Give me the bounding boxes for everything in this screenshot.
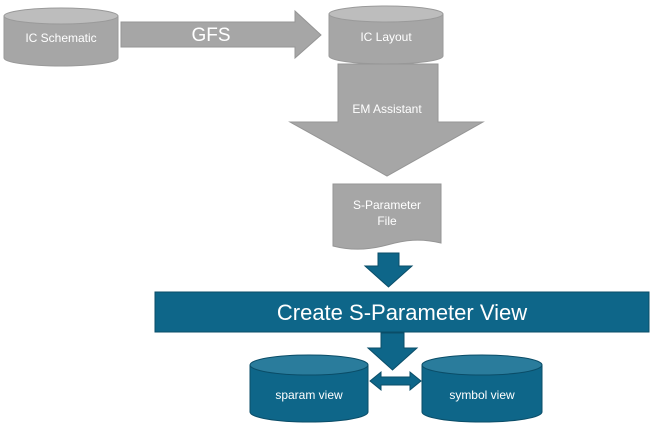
gfs-label: GFS xyxy=(191,25,230,46)
em-assistant-arrow: EM Assistant xyxy=(288,63,485,177)
gfs-arrow: GFS xyxy=(120,9,322,60)
ic-layout-label: IC Layout xyxy=(360,30,412,44)
sparam-view-cylinder: sparam view xyxy=(249,354,369,423)
ic-layout-cylinder: IC Layout xyxy=(328,5,444,65)
bidirectional-arrow xyxy=(369,370,422,392)
symbol-view-cylinder: symbol view xyxy=(421,354,543,423)
sparam-file-document: S-Parameter File xyxy=(332,183,442,250)
create-sparam-view-bar: Create S-Parameter View xyxy=(154,291,650,333)
down-arrow-to-create xyxy=(363,252,414,288)
ic-schematic-label: IC Schematic xyxy=(25,31,96,45)
ic-schematic-cylinder: IC Schematic xyxy=(3,7,119,67)
symbol-view-label: symbol view xyxy=(449,388,515,402)
sparam-file-label-line2: File xyxy=(377,214,397,228)
down-arrow-to-views xyxy=(366,332,419,371)
em-assistant-label: EM Assistant xyxy=(352,102,422,116)
sparam-view-label: sparam view xyxy=(275,388,343,402)
sparam-file-label-line1: S-Parameter xyxy=(353,198,421,212)
create-sparam-view-label: Create S-Parameter View xyxy=(277,300,527,325)
